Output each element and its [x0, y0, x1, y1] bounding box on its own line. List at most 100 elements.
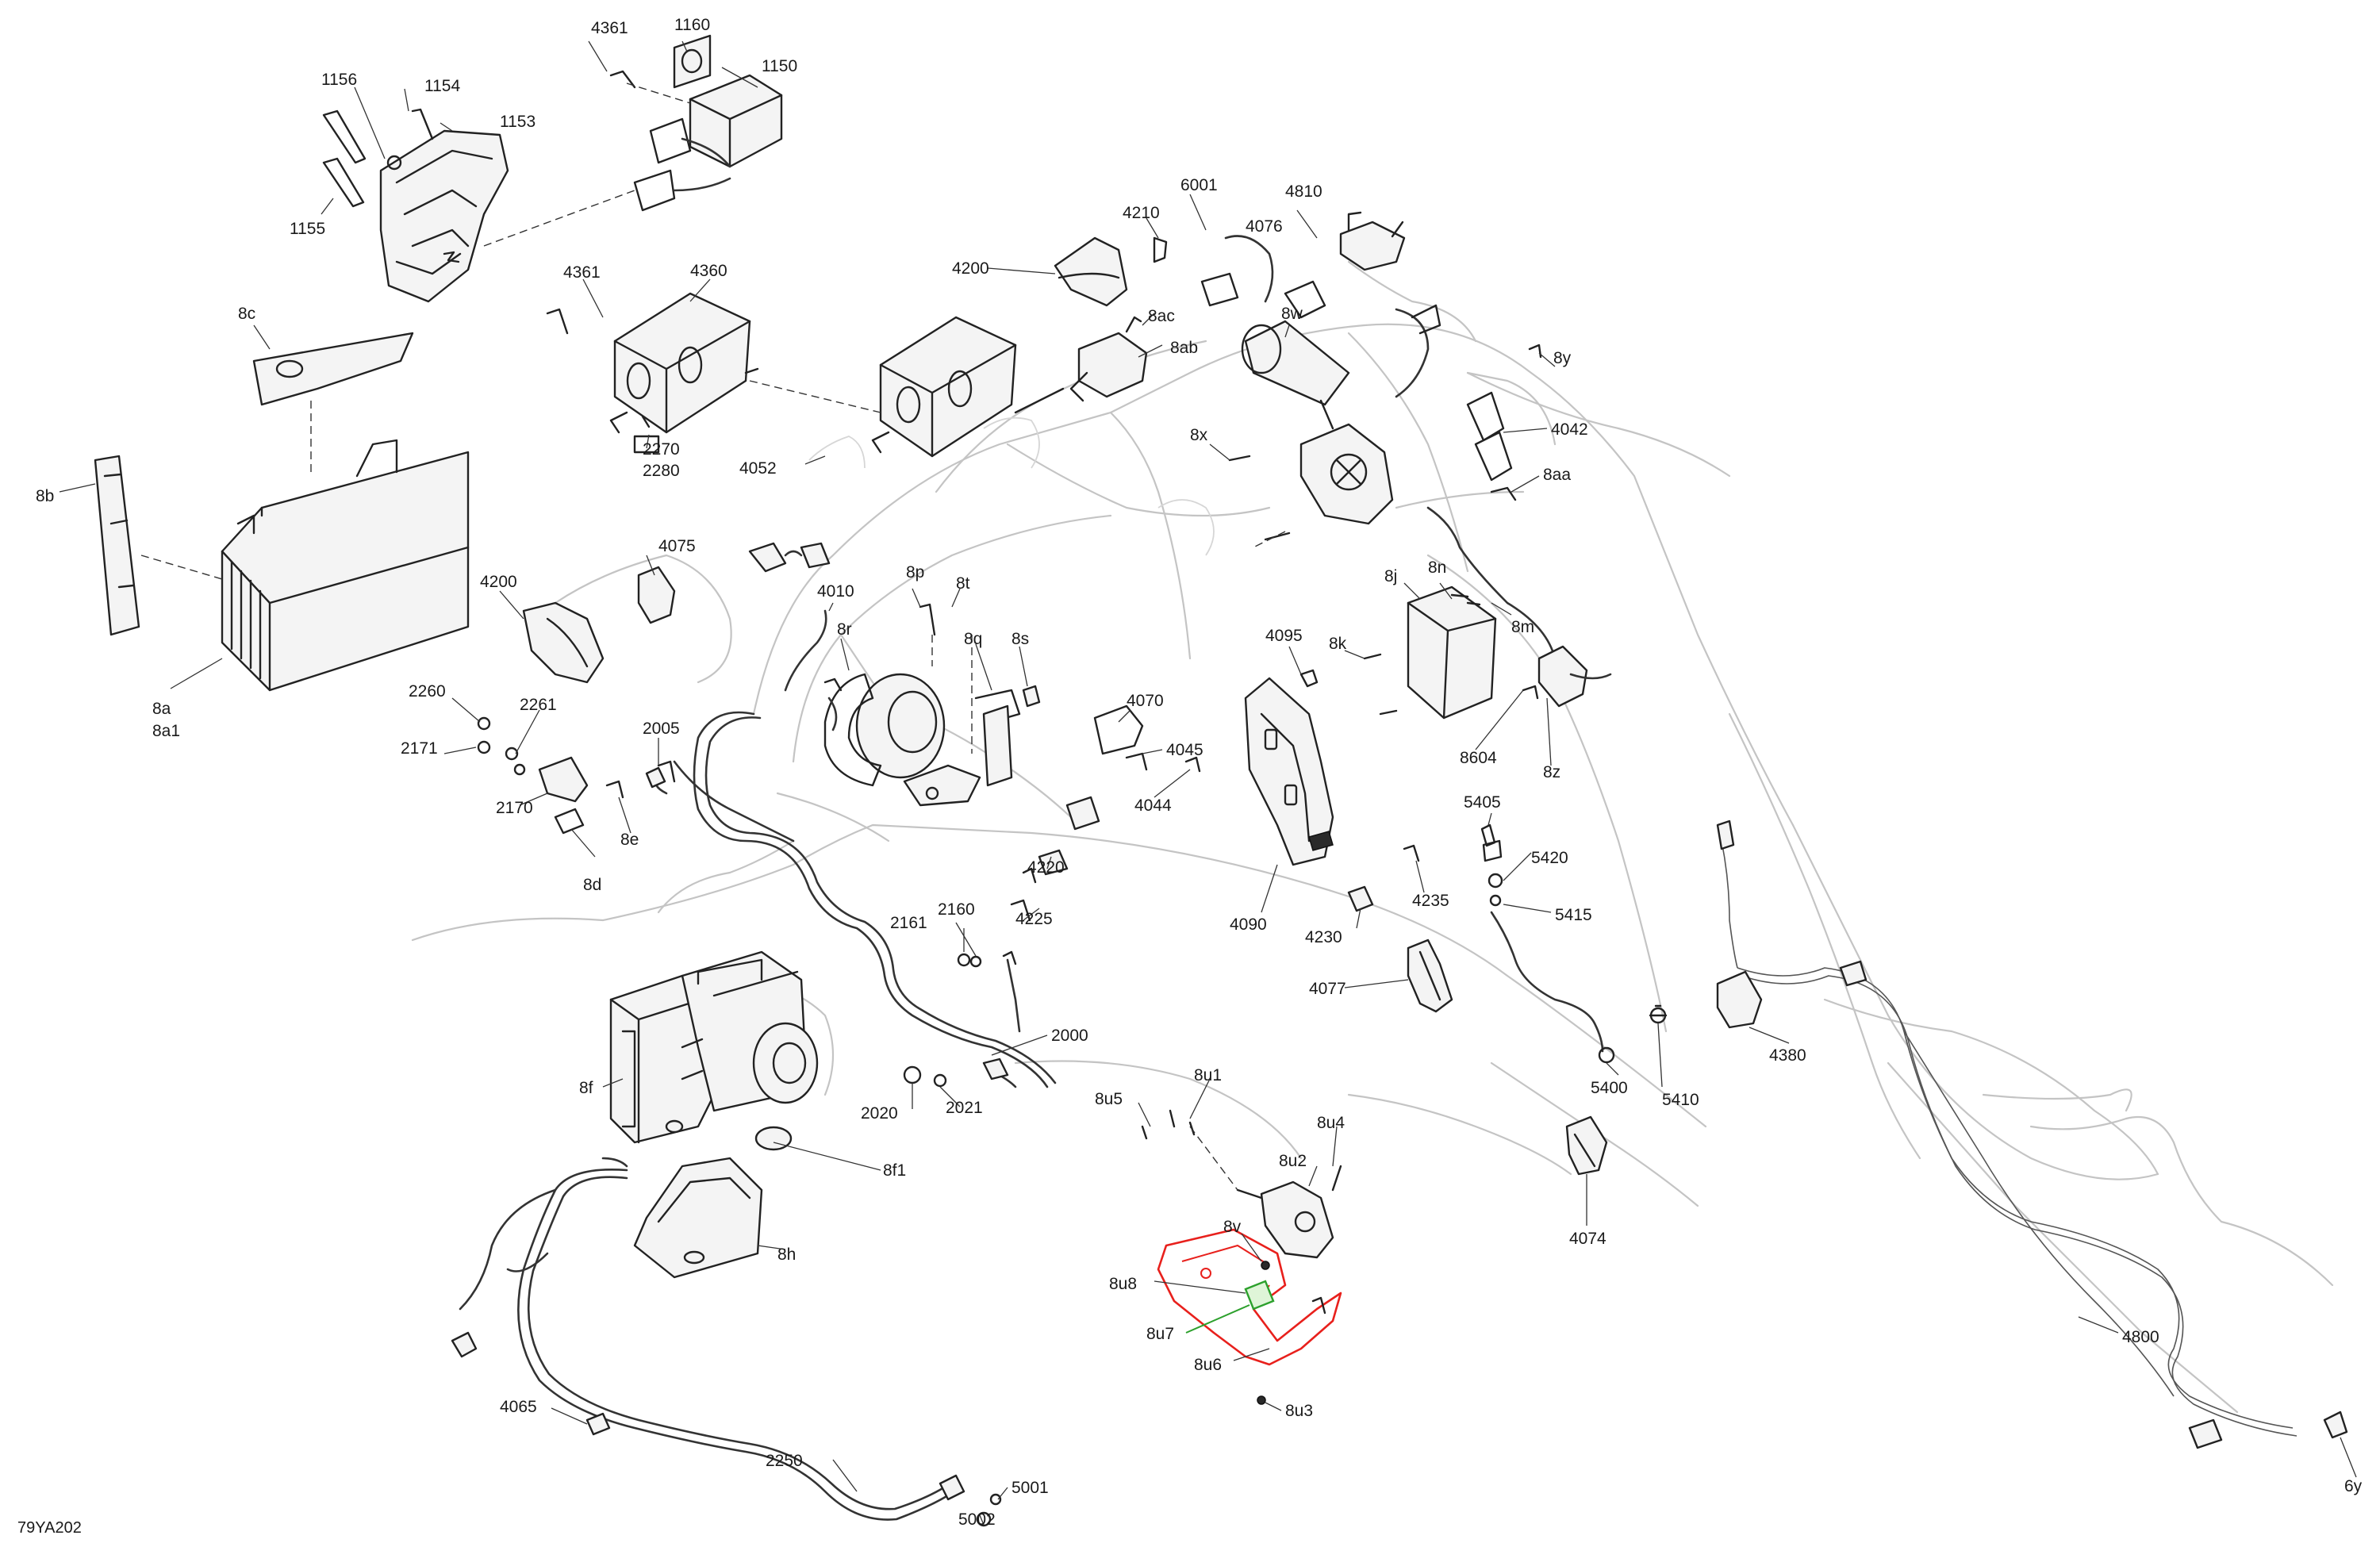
- label-1155: 1155: [290, 220, 325, 238]
- right-small-parts: [1565, 970, 1763, 1176]
- label-4810: 4810: [1285, 182, 1322, 201]
- label-8n: 8n: [1428, 558, 1446, 577]
- label-4361-b: 4361: [563, 263, 601, 282]
- label-8b: 8b: [36, 487, 54, 505]
- label-8u5: 8u5: [1095, 1090, 1123, 1108]
- label-5001: 5001: [1012, 1479, 1049, 1497]
- label-2005: 2005: [643, 720, 680, 738]
- label-4090: 4090: [1230, 915, 1267, 934]
- label-2021: 2021: [946, 1099, 983, 1117]
- label-8a1: 8a1: [152, 722, 180, 740]
- label-5410: 5410: [1662, 1091, 1699, 1109]
- label-4070: 4070: [1127, 692, 1164, 710]
- label-8k: 8k: [1329, 635, 1347, 653]
- abs-module-8f: [609, 950, 819, 1151]
- label-2260: 2260: [409, 682, 446, 700]
- horn-assembly: [823, 603, 1041, 807]
- label-4042: 4042: [1551, 420, 1588, 439]
- label-1154: 1154: [424, 77, 460, 95]
- label-8v: 8v: [1223, 1218, 1242, 1236]
- label-4220: 4220: [1027, 858, 1065, 877]
- diagram-code: 79YA202: [17, 1519, 82, 1537]
- label-4230: 4230: [1305, 928, 1342, 946]
- label-8u2: 8u2: [1279, 1152, 1307, 1170]
- label-2161: 2161: [890, 914, 927, 932]
- fasteners: [903, 899, 1326, 1527]
- label-4800: 4800: [2122, 1328, 2159, 1346]
- label-4225: 4225: [1015, 910, 1053, 928]
- label-4065: 4065: [500, 1398, 537, 1416]
- ground-parts-left: [477, 704, 1201, 884]
- label-8u3: 8u3: [1285, 1402, 1313, 1420]
- label-8z: 8z: [1543, 763, 1560, 781]
- label-4044: 4044: [1134, 796, 1172, 815]
- label-4235: 4235: [1412, 892, 1449, 910]
- label-8t: 8t: [956, 574, 970, 593]
- label-8f1: 8f1: [883, 1161, 906, 1180]
- part-labels: 4361 1160 1150 1156 1154 1153 1155 6001 …: [17, 16, 2363, 1537]
- label-5002: 5002: [958, 1510, 996, 1529]
- label-1150: 1150: [762, 57, 797, 75]
- label-4360: 4360: [690, 262, 727, 280]
- label-8s: 8s: [1012, 630, 1029, 648]
- upper-middle-connectors: [1014, 236, 1168, 414]
- label-4200-top: 4200: [952, 259, 989, 278]
- label-4361: 4361: [591, 19, 628, 37]
- label-4052: 4052: [739, 459, 777, 478]
- label-6001: 6001: [1180, 176, 1218, 194]
- label-8u8: 8u8: [1109, 1275, 1137, 1293]
- label-8m: 8m: [1511, 618, 1534, 636]
- label-8a: 8a: [152, 700, 171, 718]
- label-8d: 8d: [583, 876, 601, 894]
- control-module-4360: [546, 292, 1017, 458]
- label-2250: 2250: [766, 1452, 803, 1470]
- actuator-motor-assembly: [1200, 211, 1441, 548]
- label-8c: 8c: [238, 305, 255, 323]
- highlighted-bracket-8u6: [1157, 1228, 1342, 1366]
- label-8f: 8f: [579, 1079, 593, 1097]
- label-1156: 1156: [321, 71, 357, 89]
- leader-lines: [59, 40, 2357, 1526]
- label-8q: 8q: [964, 630, 982, 648]
- center-module-8j: [1363, 585, 1612, 720]
- label-2261: 2261: [520, 696, 557, 714]
- mid-lower-parts: [1347, 823, 1668, 1064]
- label-8e: 8e: [620, 831, 639, 849]
- label-8ab: 8ab: [1170, 339, 1198, 357]
- label-4010: 4010: [817, 582, 854, 601]
- label-1153: 1153: [500, 113, 536, 131]
- label-8604: 8604: [1460, 749, 1497, 767]
- label-5400: 5400: [1591, 1079, 1628, 1097]
- label-6y: 6y: [2344, 1477, 2363, 1495]
- label-2160: 2160: [938, 900, 975, 919]
- left-connectors: [522, 542, 831, 692]
- ground-cable-5400: [1482, 839, 1503, 862]
- label-4074: 4074: [1569, 1230, 1606, 1248]
- label-8u4: 8u4: [1317, 1114, 1345, 1132]
- label-4200-left: 4200: [480, 573, 517, 591]
- label-8u1: 8u1: [1194, 1066, 1222, 1084]
- label-8j: 8j: [1384, 567, 1397, 585]
- label-1160: 1160: [674, 16, 710, 34]
- label-2280: 2280: [643, 462, 680, 480]
- label-2020: 2020: [861, 1104, 898, 1123]
- label-8r: 8r: [837, 620, 852, 639]
- label-8h: 8h: [777, 1246, 796, 1264]
- latch-8u2: [1141, 1109, 1342, 1405]
- label-8x: 8x: [1190, 426, 1208, 444]
- label-4380: 4380: [1769, 1046, 1806, 1065]
- label-8ac: 8ac: [1148, 307, 1175, 325]
- label-2171: 2171: [401, 739, 438, 758]
- label-4076: 4076: [1246, 217, 1283, 236]
- label-5405: 5405: [1464, 793, 1501, 812]
- label-4077: 4077: [1309, 980, 1346, 998]
- label-2170: 2170: [496, 799, 533, 817]
- right-upper-connectors: [1426, 344, 1557, 660]
- bracket-8h: [633, 1157, 763, 1279]
- label-8aa: 8aa: [1543, 466, 1571, 484]
- label-8u7: 8u7: [1146, 1325, 1174, 1343]
- label-4095: 4095: [1265, 627, 1303, 645]
- harness-4800: [1716, 819, 2348, 1449]
- label-2270: 2270: [643, 440, 680, 459]
- cable-2000: [645, 697, 1057, 1088]
